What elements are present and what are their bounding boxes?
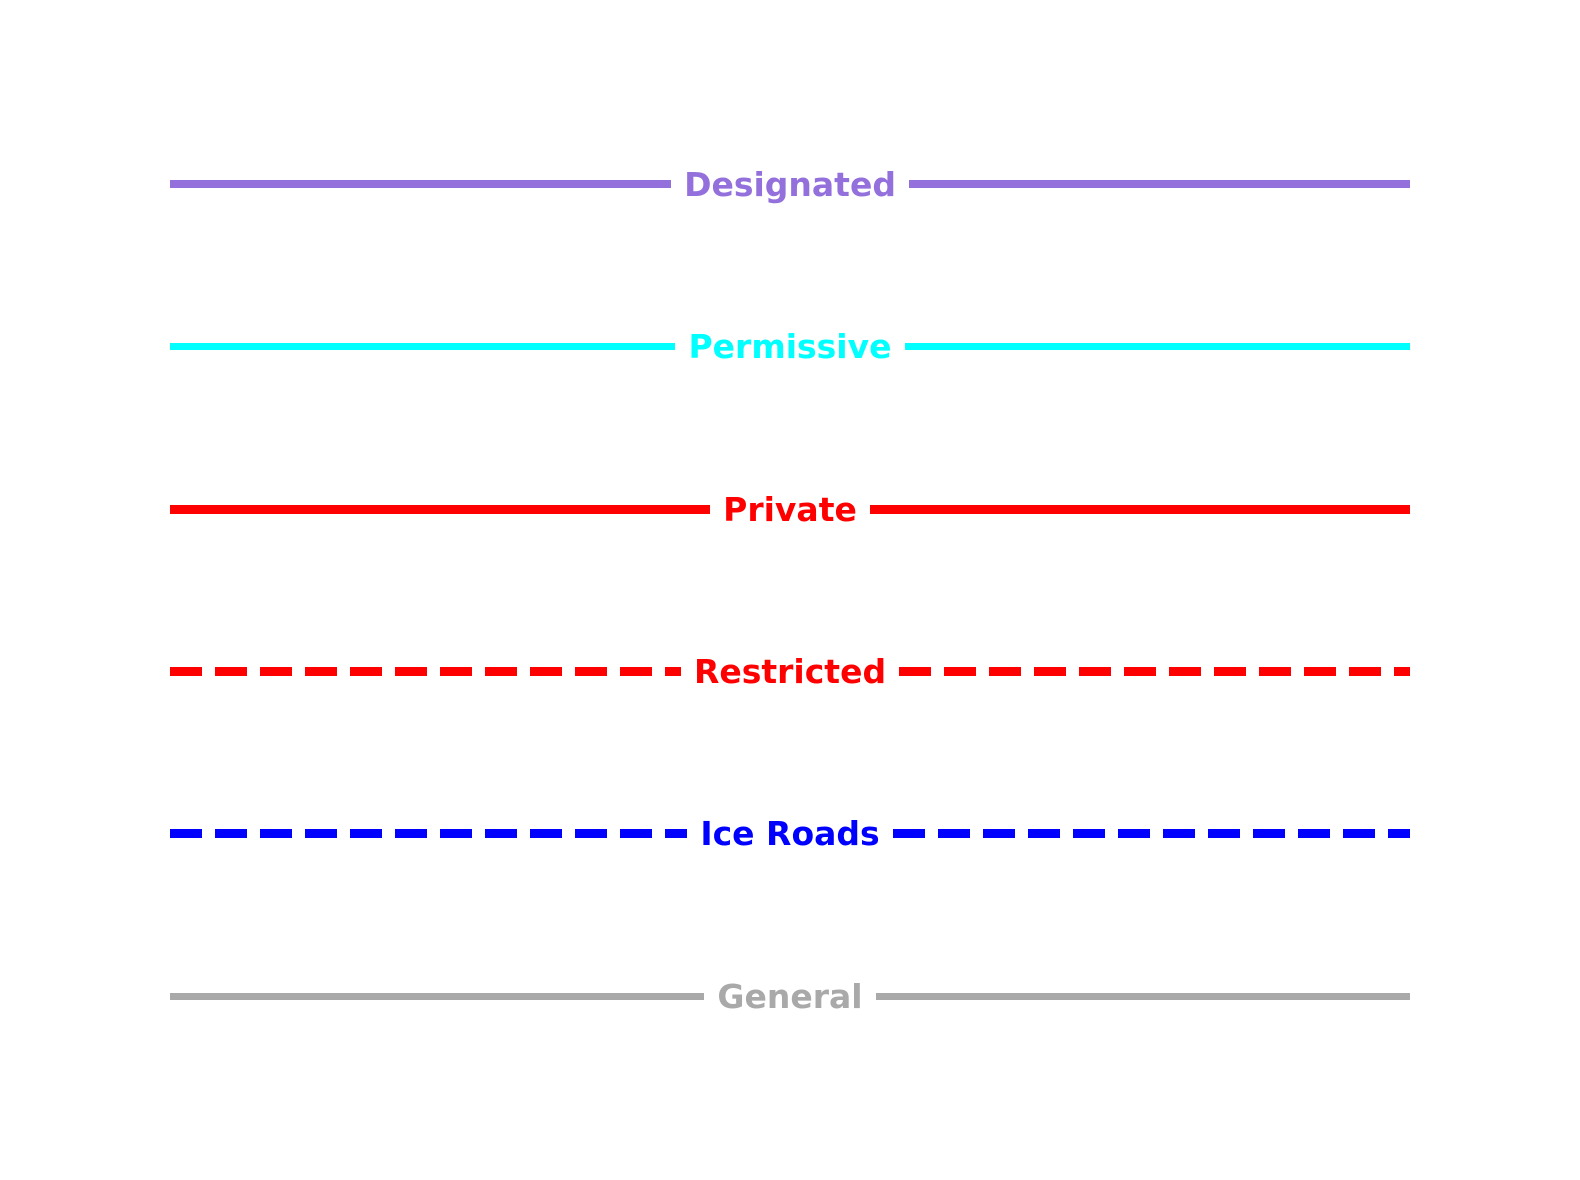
designated-line-left	[170, 180, 672, 188]
ice-roads-line-left	[170, 828, 688, 838]
ice-roads-line-right	[892, 828, 1411, 838]
restricted-label: Restricted	[693, 651, 887, 691]
restricted-line-left	[170, 666, 681, 676]
private-label: Private	[723, 489, 857, 529]
legend-row-designated: Designated	[170, 154, 1411, 214]
ice-roads-label: Ice Roads	[700, 813, 880, 853]
legend-row-ice-roads: Ice Roads	[170, 803, 1411, 863]
general-line-left	[170, 992, 705, 1000]
private-line-left	[170, 504, 711, 514]
permissive-line-right	[904, 342, 1410, 350]
legend-row-private: Private	[170, 479, 1410, 539]
private-line-right	[869, 504, 1410, 514]
legend-row-general: General	[170, 966, 1411, 1026]
restricted-line-right	[899, 666, 1411, 676]
legend-row-restricted: Restricted	[170, 641, 1411, 701]
general-line-right	[875, 992, 1411, 1000]
legend-row-permissive: Permissive	[170, 316, 1410, 376]
permissive-line-left	[170, 342, 676, 350]
permissive-label: Permissive	[688, 326, 892, 366]
designated-label: Designated	[684, 164, 896, 204]
general-label: General	[717, 976, 863, 1016]
designated-line-right	[908, 180, 1411, 188]
